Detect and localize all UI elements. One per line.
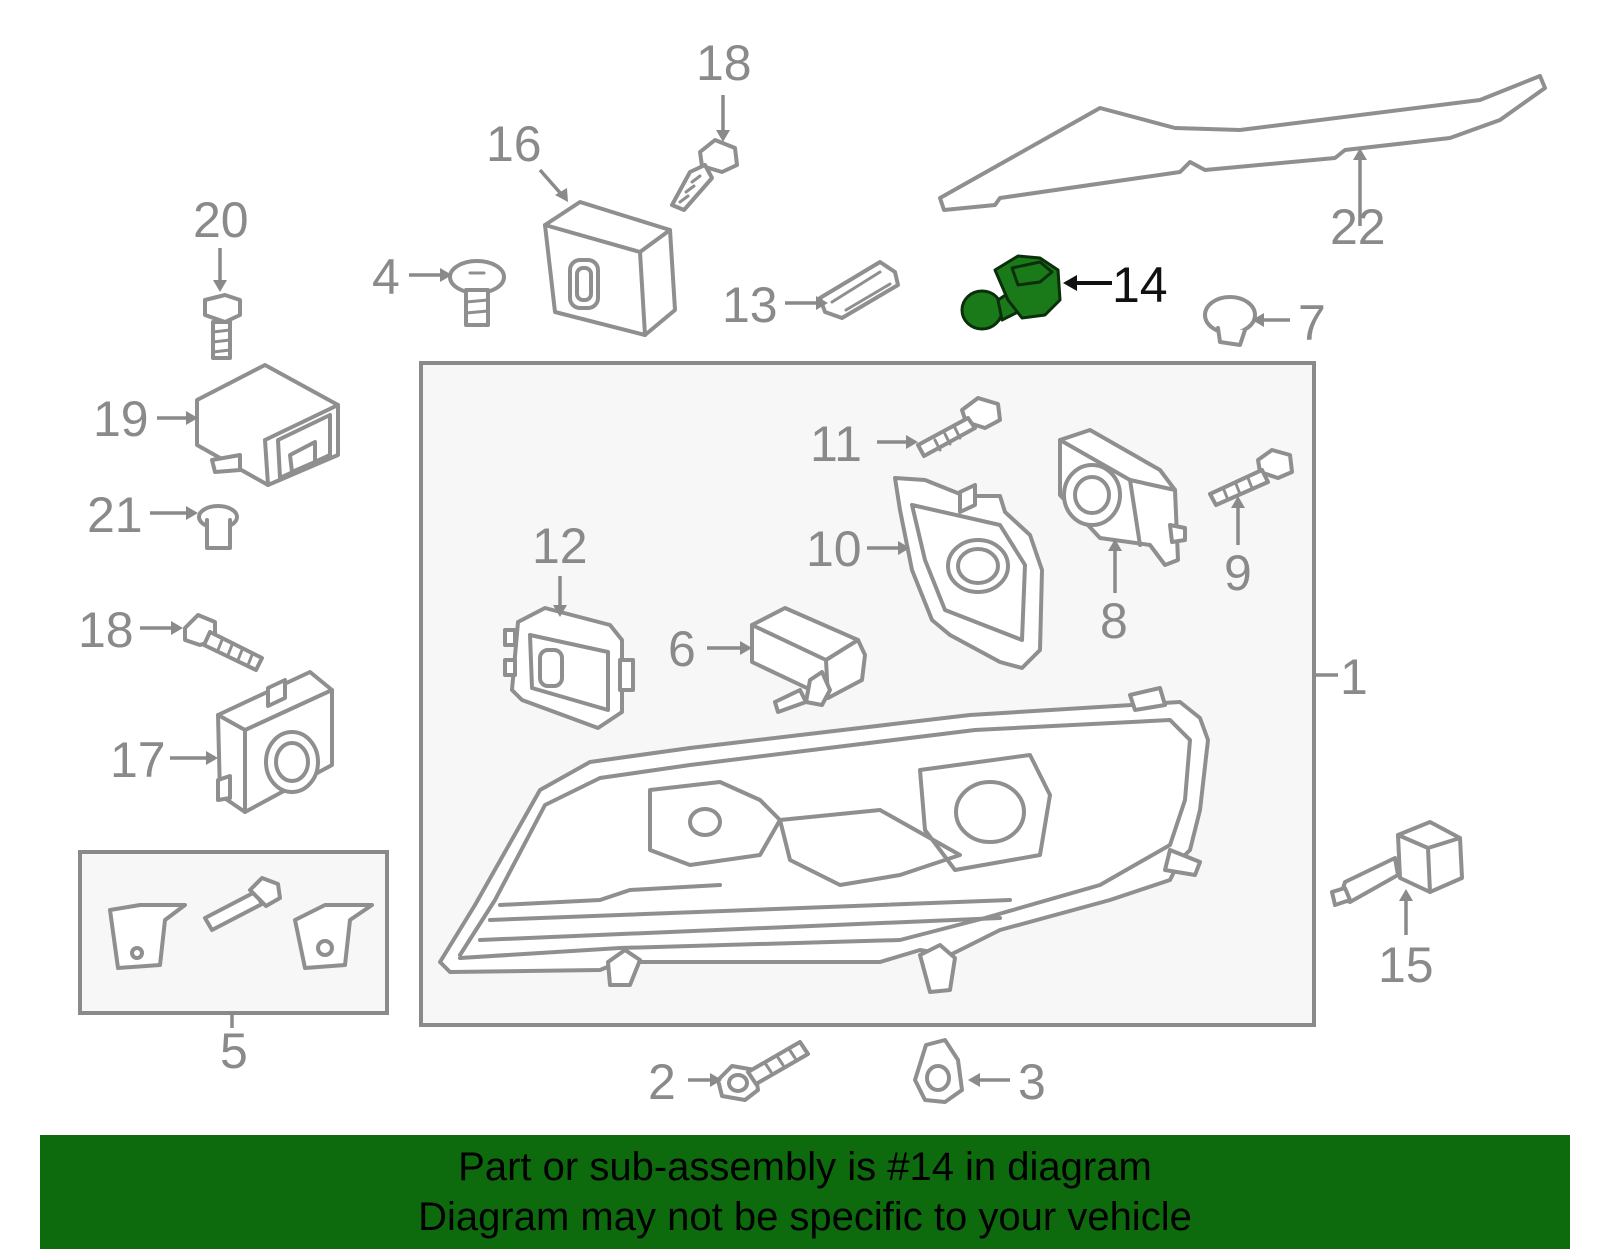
banner-line-2: Diagram may not be specific to your vehi… (418, 1195, 1192, 1239)
part-4-screw[interactable] (448, 259, 506, 327)
callout-3: 3 (1018, 1054, 1046, 1110)
part-19-control-module[interactable] (195, 363, 340, 487)
part-11-bolt[interactable] (916, 396, 1002, 458)
part-20-screw[interactable] (203, 293, 242, 360)
part-1-headlamp-housing[interactable] (438, 686, 1210, 994)
callout-18-top: 18 (696, 35, 752, 91)
callout-17: 17 (110, 732, 166, 788)
part-12-module[interactable] (503, 606, 635, 730)
part-13-clip[interactable] (818, 260, 900, 320)
callout-19: 19 (93, 391, 149, 447)
part-3-nut-clip[interactable] (913, 1038, 964, 1104)
part-5-bracket-kit[interactable] (108, 876, 374, 970)
callout-12: 12 (532, 518, 588, 574)
part-16-ballast-module[interactable] (543, 200, 677, 337)
callout-4: 4 (372, 249, 400, 305)
callout-22: 22 (1330, 199, 1386, 255)
part-21-nut[interactable] (197, 504, 239, 550)
callout-16: 16 (486, 116, 542, 172)
part-17-ballast[interactable] (216, 670, 334, 814)
part-14-bulb-socket-highlighted[interactable] (960, 254, 1062, 331)
part-10-mounting-frame[interactable] (893, 476, 1044, 670)
part-22-trim-strip[interactable] (938, 74, 1547, 212)
callout-13: 13 (722, 277, 778, 333)
part-6-socket[interactable] (750, 606, 867, 714)
callout-10: 10 (806, 521, 862, 577)
part-2-bolt[interactable] (716, 1040, 810, 1102)
parts-diagram: 18 16 20 4 13 14 22 7 19 21 18 17 5 12 6… (78, 35, 1547, 1110)
banner-line-1: Part or sub-assembly is #14 in diagram (458, 1145, 1152, 1189)
part-8-leveling-unit[interactable] (1058, 428, 1187, 567)
callout-5: 5 (220, 1023, 248, 1079)
callout-11: 11 (810, 416, 862, 472)
callout-14: 14 (1112, 257, 1168, 313)
part-18-bolt-top[interactable] (670, 138, 739, 212)
callout-1: 1 (1340, 649, 1368, 705)
callout-7: 7 (1298, 295, 1326, 351)
callout-8: 8 (1100, 593, 1128, 649)
leader-14 (1063, 275, 1112, 291)
part-18-bolt-left[interactable] (183, 613, 264, 672)
callout-6: 6 (668, 621, 696, 677)
info-banner: Part or sub-assembly is #14 in diagram D… (40, 1135, 1570, 1249)
callout-15: 15 (1378, 937, 1434, 993)
callout-21: 21 (87, 487, 143, 543)
part-7-grommet[interactable] (1203, 295, 1257, 347)
callout-9: 9 (1224, 545, 1252, 601)
leader-lines (140, 95, 1413, 1087)
callout-labels: 18 16 20 4 13 14 22 7 19 21 18 17 5 12 6… (78, 35, 1434, 1110)
part-15-xenon-bulb[interactable] (1330, 820, 1464, 907)
callout-2: 2 (648, 1054, 676, 1110)
callout-18-left: 18 (78, 602, 134, 658)
part-9-bolt[interactable] (1208, 448, 1294, 507)
callout-20: 20 (193, 192, 249, 248)
